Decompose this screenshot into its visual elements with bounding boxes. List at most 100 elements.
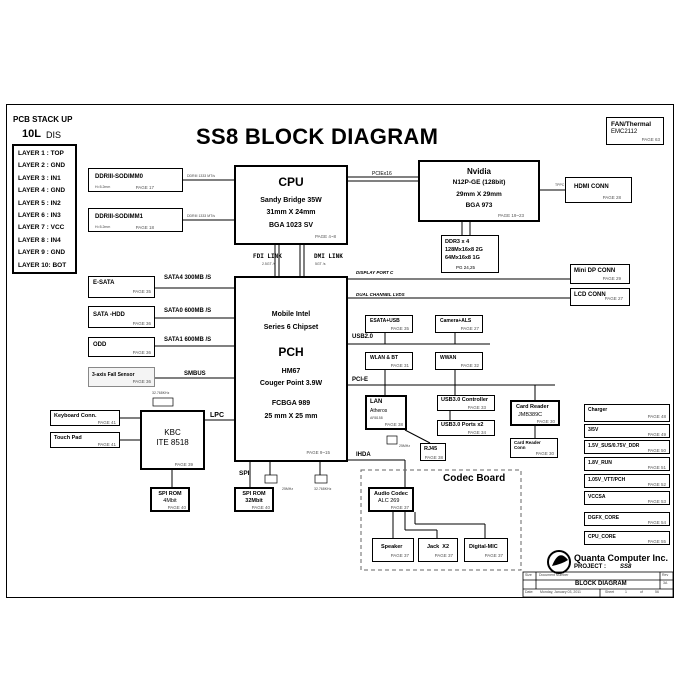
cpu-title: CPU (278, 175, 304, 189)
lan-xtal: 25MHz (399, 444, 411, 448)
keyboard-page: PAGE 41 (97, 420, 116, 425)
power-rail-page: PAGE 54 (647, 520, 666, 525)
stackup-layer: LAYER 3 : IN1 (18, 174, 61, 182)
power-rail-page: PAGE 53 (647, 499, 666, 504)
fan-thermal-box: FAN/Thermal EMC2112 PAGE 63 (606, 117, 664, 145)
odd-box: ODD PAGE 36 (88, 337, 155, 357)
audio-codec-box: Audio Codec ALC 269 PAGE 37 (368, 487, 414, 512)
vram-line1: DDR3 x 4 (445, 239, 470, 245)
stackup-layer: LAYER 9 : GND (18, 249, 66, 257)
wlan-page: PAGE 31 (390, 363, 409, 368)
card-reader-label: Card Reader (516, 404, 549, 410)
power-rail-name: 1.5V_SUS/0.75V_DDR (588, 443, 640, 449)
lan-title: LAN (370, 399, 383, 405)
fdi-speed: 2.5GT /s (262, 262, 276, 266)
lan-box: LAN Atheros AR8158 PAGE 38 (365, 395, 407, 430)
camera-box: Camera+ALS PAGE 27 (435, 315, 483, 333)
usb3-controller-page: PAGE 33 (467, 405, 486, 410)
cpu-page: PAGE 4~8 (314, 234, 336, 239)
project-name: SS8 (620, 564, 632, 570)
pch-line4: Couger Point 3.9W (259, 380, 323, 387)
fdi-label: FDI LINK (253, 253, 282, 260)
audio-codec-page: PAGE 37 (390, 505, 409, 510)
usb3-controller-box: USB3.0 Controller PAGE 33 (437, 395, 495, 411)
sata1-bus: SATA1 600MB /S (164, 337, 212, 343)
vram-box: DDR3 x 4 128Mx16x8 2G 64Mx16x8 1G PG 24,… (441, 235, 499, 273)
fall-sensor-label: 3-axis Fall Sensor (92, 372, 135, 378)
power-rail-name: 1.8V_RUN (588, 460, 612, 466)
gpu-title: Nvidia (466, 167, 491, 176)
tb-size-label: Size (525, 573, 532, 577)
power-rail-page: PAGE 55 (647, 539, 666, 544)
stackup-layer: LAYER 4 : GND (18, 187, 66, 195)
power-rail-name: VCCSA (588, 494, 606, 500)
ihda-label: IHDA (356, 452, 371, 458)
digital-mic-page: PAGE 37 (484, 553, 503, 558)
rj45-label: RJ45 (424, 446, 438, 452)
kbc-spi-rom-box: SPI ROM 4Mbit PAGE 40 (150, 487, 190, 512)
pch-line1: Mobile Intel (271, 311, 311, 318)
stackup-layer: LAYER 1 : TOP (18, 150, 64, 157)
power-rail-page: PAGE 52 (647, 482, 666, 487)
tb-docnum-label: Document Number (539, 573, 569, 577)
lcd-label: LCD CONN (574, 292, 606, 298)
hdd-label: SATA -HDD (93, 312, 125, 318)
touchpad-page: PAGE 41 (97, 442, 116, 447)
stackup-layer: LAYER 2 : GND (18, 162, 66, 170)
kbc-spi-rom-line2: 4Mbit (163, 498, 177, 504)
kbc-page: PAGE 39 (174, 462, 193, 467)
pch-xtal-2: 32.768KHz (314, 487, 332, 491)
kbc-box: KBC ITE 8518 PAGE 39 (140, 410, 205, 470)
camera-page: PAGE 27 (460, 326, 479, 331)
card-reader-conn-page: PAGE 30 (535, 451, 554, 456)
dmi-label: DMI LINK (314, 253, 343, 260)
sodimm0-bus: DDRIII 1333 MT/s (187, 174, 216, 178)
minidp-page: PAGE 29 (602, 276, 621, 281)
hdmi-label: HDMI CONN (574, 184, 609, 190)
pch-xtal-1: 25MHz (282, 487, 294, 491)
esata-usb-box: ESATA+USB PAGE 35 (365, 315, 413, 333)
power-rail-name: 1.05V_VTT/PCH (588, 477, 626, 483)
sodimm1-box: DDRIII-SODIMM1 H=5.2mm PAGE 18 (88, 208, 183, 232)
pch-spi-rom-page: PAGE 40 (251, 505, 270, 510)
kbc-xtal: 32.768KHz (152, 391, 170, 395)
power-rail-page: PAGE 48 (647, 414, 666, 419)
lcd-conn-box: LCD CONN PAGE 27 (570, 288, 630, 306)
spi-bus-label: SPI (239, 470, 250, 477)
fan-part: EMC2112 (611, 129, 638, 135)
quanta-logo-icon (547, 550, 571, 574)
nvidia-gpu-box: Nvidia N12P-GE (128bit) 29mm X 29mm BGA … (418, 160, 540, 222)
power-rail-box: 1.05V_VTT/PCH PAGE 52 (584, 474, 670, 488)
rj45-page: PAGE 38 (424, 455, 443, 460)
usb3-ports-label: USB3.0 Ports x2 (441, 422, 484, 428)
vram-line2: 128Mx16x8 2G (445, 247, 483, 253)
power-rail-name: 3/5V (588, 427, 599, 433)
touchpad-label: Touch Pad (54, 435, 82, 441)
keyboard-conn-box: Keyboard Conn. PAGE 41 (50, 410, 120, 426)
pch-page: PAGE 9~15 (306, 450, 330, 455)
pcie-bus-label: PCI-E (352, 377, 369, 383)
speaker-label: Speaker (381, 544, 403, 550)
sodimm1-label: DDRIII-SODIMM1 (95, 214, 143, 220)
pch-line3: HM67 (281, 368, 301, 375)
usb3-ports-page: PAGE 34 (467, 430, 486, 435)
wlan-box: WLAN & BT PAGE 31 (365, 352, 413, 370)
power-rail-name: DGFX_CORE (588, 515, 620, 521)
sodimm1-sub: H=5.2mm (95, 225, 111, 229)
card-reader-page: PAGE 30 (536, 419, 555, 424)
stackup-layer: LAYER 10: BOT (18, 261, 67, 269)
power-rail-page: PAGE 50 (647, 448, 666, 453)
tb-date-label: Date: (525, 590, 534, 594)
rj45-box: RJ45 PAGE 38 (420, 443, 446, 461)
hdmi-page: PAGE 28 (602, 195, 621, 200)
odd-label: ODD (93, 342, 107, 348)
digital-mic-label: Digital-MIC (469, 544, 498, 550)
hdd-page: PAGE 36 (132, 321, 151, 326)
audio-codec-line2: ALC 269 (378, 498, 400, 504)
lcd-page: PAGE 27 (604, 296, 623, 301)
tb-rev-label: Rev (662, 573, 669, 577)
usb3-controller-label: USB3.0 Controller (441, 397, 489, 403)
card-reader-box: Card Reader JMB389C PAGE 30 (510, 400, 560, 426)
